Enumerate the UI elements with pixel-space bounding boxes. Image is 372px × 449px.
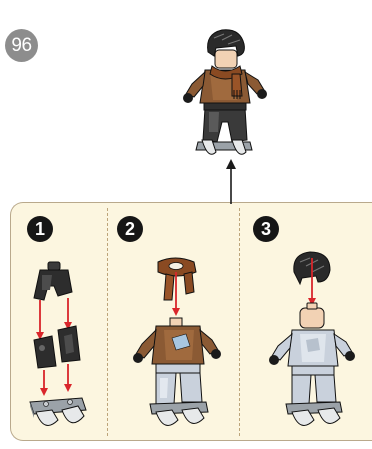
step-2-illustration	[133, 258, 221, 425]
step-3-illustration	[269, 252, 355, 425]
step-1-illustration	[30, 262, 86, 425]
completed-minifigure	[183, 30, 267, 155]
